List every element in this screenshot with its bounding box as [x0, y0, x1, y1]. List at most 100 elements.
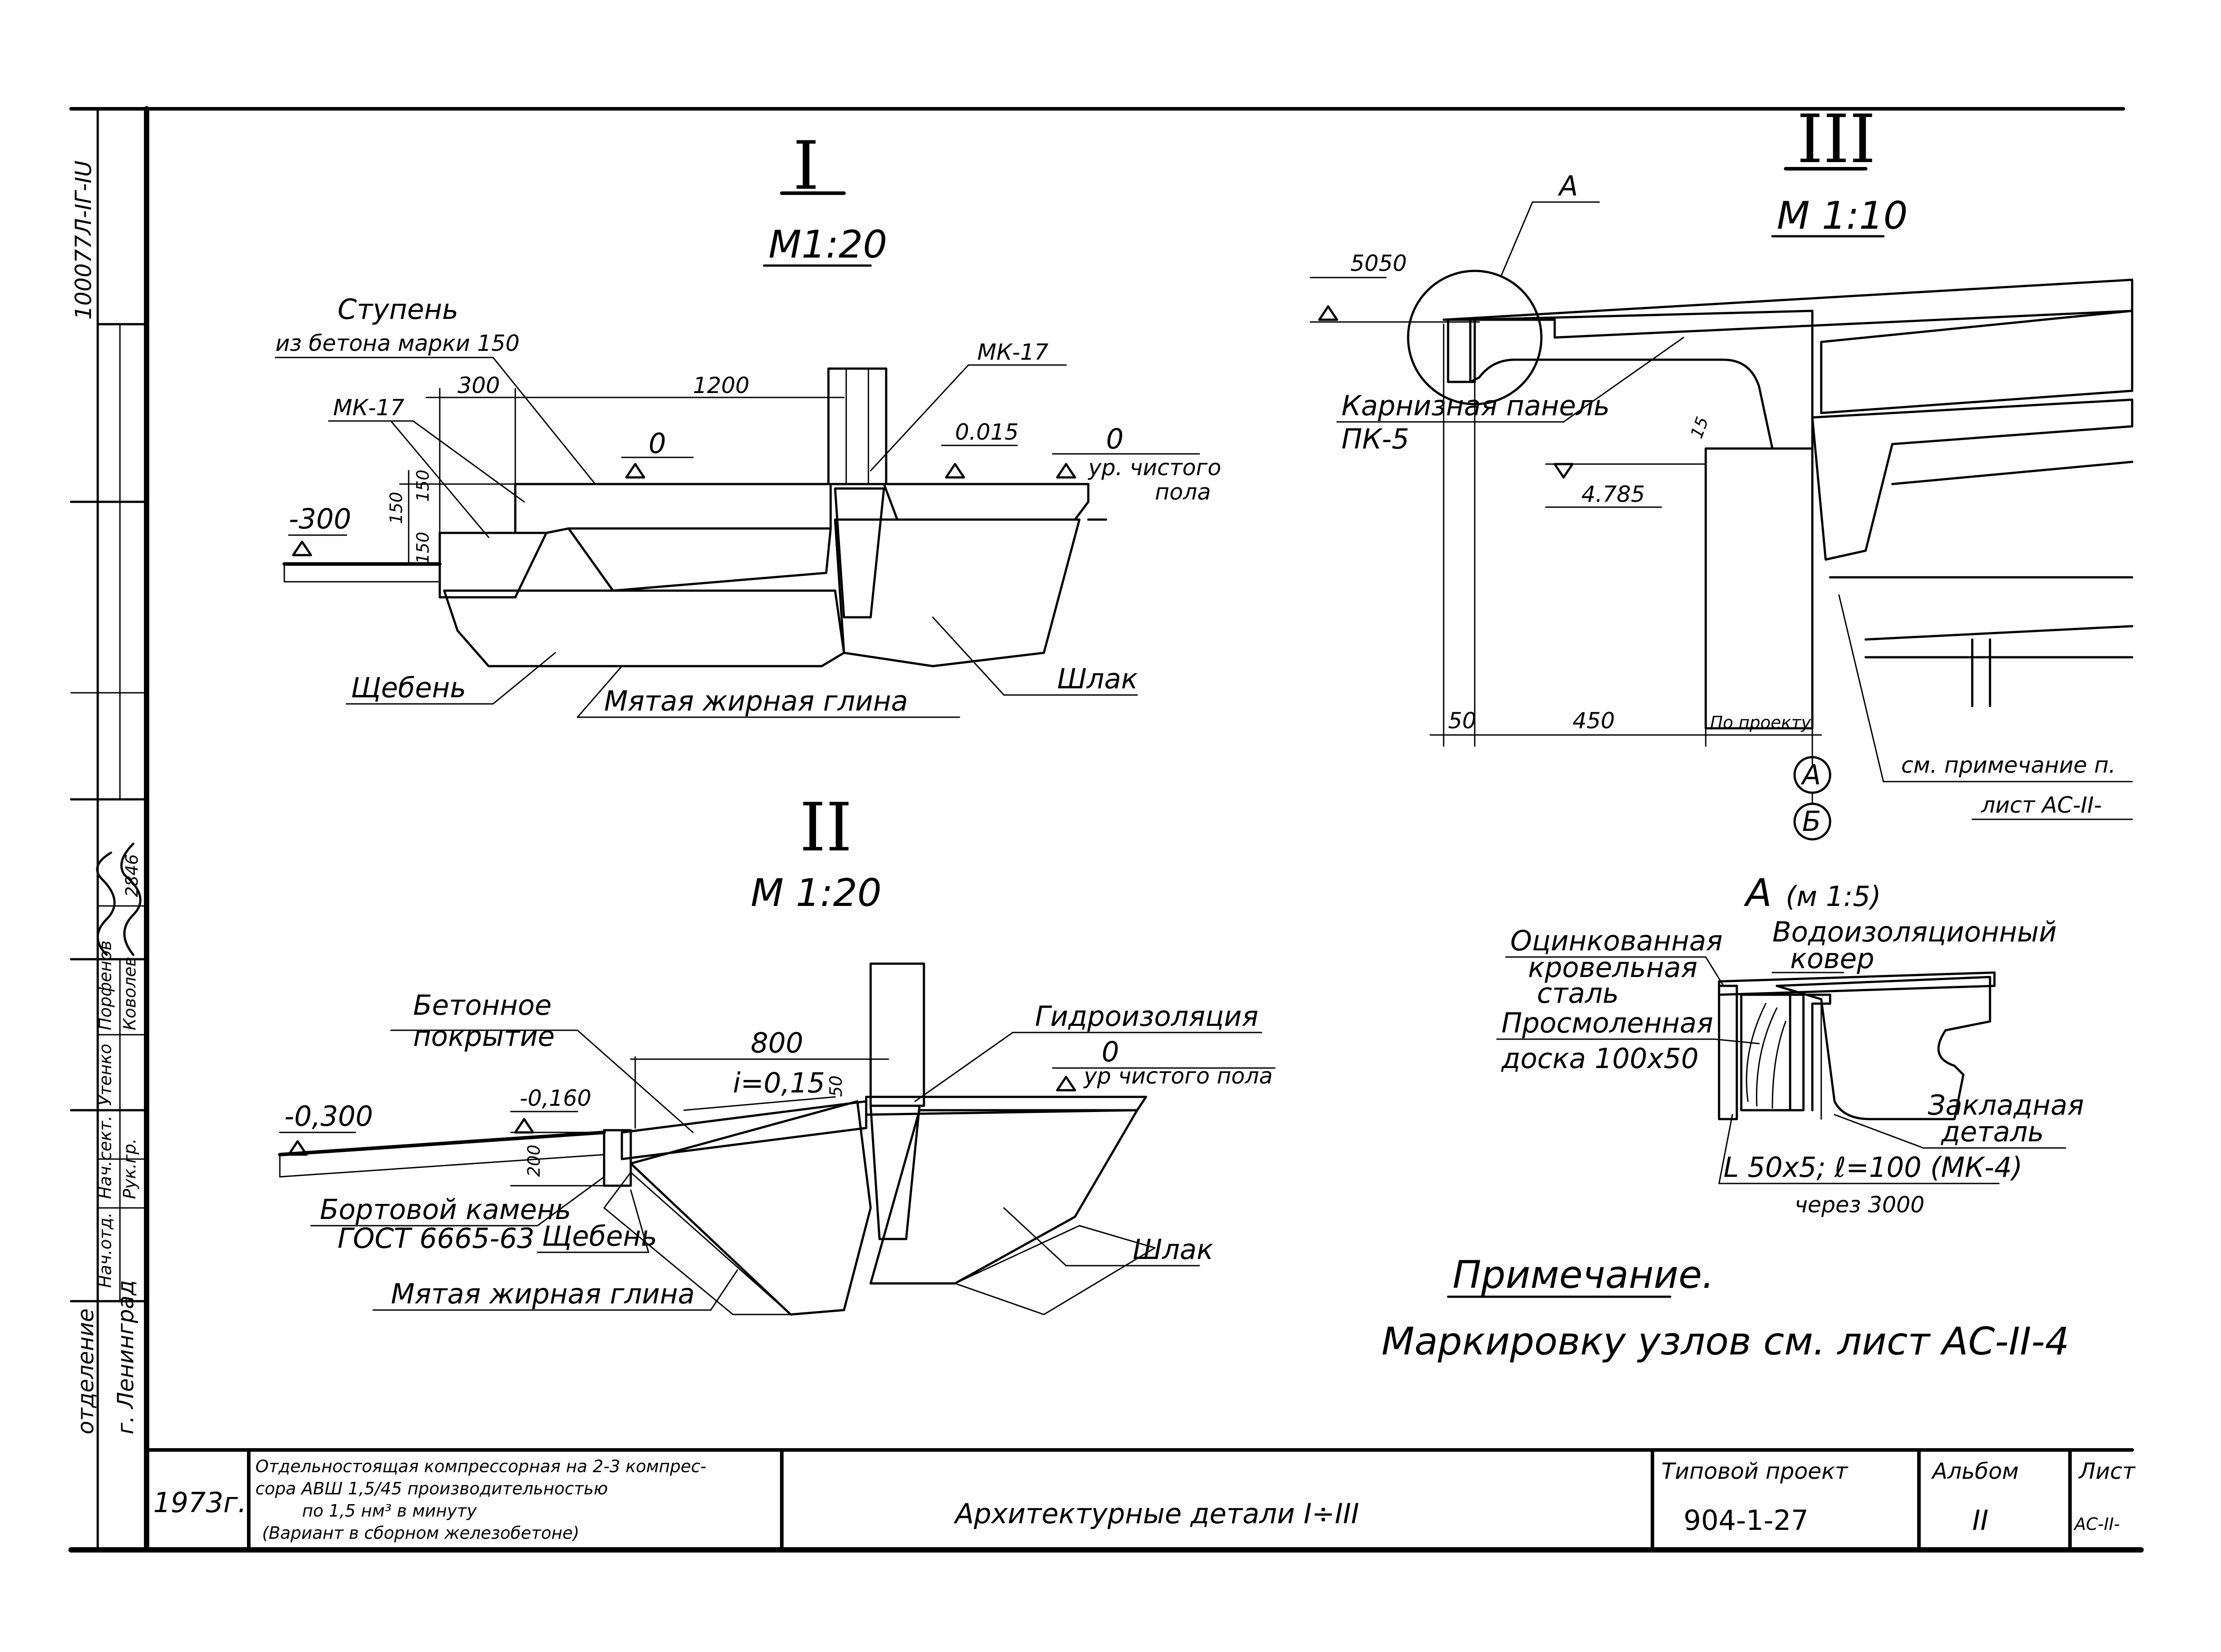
- detail-II-scale: М 1:20: [751, 871, 882, 915]
- note-heading: Примечание.: [1453, 1253, 1714, 1297]
- label-curb1: Бортовой камень: [320, 1193, 571, 1226]
- note-ref2: лист АС-II-: [1981, 792, 2102, 818]
- embed-line2: деталь: [1941, 1116, 2044, 1148]
- signature-1: [96, 851, 116, 956]
- label-slag-II: Шлак: [1133, 1233, 1214, 1266]
- note-block: Примечание. Маркировку узлов см. лист АС…: [1381, 1253, 2069, 1364]
- axis-B-marker: [1793, 802, 1831, 841]
- dept-line1: отделение: [73, 1308, 99, 1434]
- lvl-minus160: -0,160: [520, 1085, 591, 1111]
- detail-A-title: А: [1743, 871, 1772, 915]
- lvl-minus300: -300: [289, 503, 351, 535]
- tb-desc1: Отдельностоящая компрессорная на 2-3 ком…: [255, 1457, 706, 1476]
- dim-150a: 150: [386, 492, 406, 524]
- tb-year: 1973г.: [153, 1486, 247, 1519]
- detail-III-roman: III: [1797, 101, 1876, 178]
- dim-450: 450: [1572, 708, 1615, 734]
- dim-200: 200: [524, 1144, 544, 1177]
- note-ref1: см. примечание п.: [1901, 752, 2116, 778]
- label-step-sub: из бетона марки 150: [275, 330, 520, 356]
- left-signature-strip: 100077Л-IГ-IU отделение г. Ленинград Нач…: [70, 107, 148, 1551]
- tb-desc4: (Вариант в сборном железобетоне): [262, 1523, 579, 1543]
- dim-1200: 1200: [693, 373, 749, 398]
- label-concrete2: покрытие: [413, 1020, 555, 1052]
- tb-album-no: II: [1972, 1504, 1989, 1537]
- dim-15: 15: [1687, 414, 1712, 441]
- board-line2: доска 100х50: [1501, 1042, 1699, 1075]
- lvl-0: 0: [649, 427, 666, 460]
- role-1: Нач.отд.: [96, 1212, 115, 1288]
- label-mk17-left: МК-17: [333, 395, 404, 421]
- title-block: 1973г. Отдельностоящая компрессорная на …: [153, 1448, 2136, 1552]
- inventory-number: 100077Л-IГ-IU: [71, 161, 96, 320]
- detail-A: А (м 1:5) Оцинкованная кровельная сталь …: [1496, 871, 2084, 1218]
- dim-150c: 150: [413, 469, 433, 502]
- label-clay-II: Мятая жирная глина: [391, 1278, 695, 1310]
- callout-A: А: [1557, 170, 1578, 202]
- axis-B: Б: [1802, 805, 1821, 838]
- embed-line1: Закладная: [1928, 1089, 2084, 1121]
- tb-sheet-no: АС-II-: [2073, 1514, 2120, 1534]
- tb-desc3: по 1,5 нм³ в минуту: [302, 1501, 477, 1521]
- lvl-minus0300: -0,300: [284, 1100, 373, 1132]
- angle-spec: L 50х5; ℓ=100 (МК-4): [1723, 1151, 2022, 1183]
- role-2: Нач.сект.: [96, 1116, 115, 1199]
- dim-300: 300: [458, 373, 500, 398]
- steel-line1: Оцинкованная: [1510, 925, 1723, 957]
- label-mk17-right: МК-17: [977, 339, 1048, 365]
- note-text: Маркировку узлов см. лист АС-II-4: [1381, 1319, 2069, 1364]
- detail-II-roman: II: [800, 789, 852, 866]
- floor-line2: пола: [1155, 479, 1211, 505]
- dim-150b: 150: [413, 532, 433, 564]
- floor-II: ур чистого пола: [1083, 1063, 1273, 1089]
- detail-III-scale: М 1:10: [1777, 194, 1908, 238]
- name-3: Коволев: [120, 957, 139, 1030]
- name-2: Порфенов: [96, 941, 115, 1030]
- carpet-line2: ковер: [1790, 942, 1874, 975]
- label-curb2: ГОСТ 6665-63: [338, 1222, 534, 1255]
- lvl-0-II: 0: [1102, 1036, 1119, 1068]
- role-3: Рук.гр.: [120, 1138, 139, 1199]
- name-1: Утенко: [96, 1044, 115, 1106]
- carpet-line1: Водоизоляционный: [1772, 916, 2057, 948]
- steel-line3: сталь: [1537, 977, 1619, 1009]
- signature-2: [120, 842, 142, 956]
- axis-A: А: [1800, 758, 1821, 791]
- slope: i=0,15: [733, 1067, 825, 1099]
- tb-desc2: сора АВШ 1,5/45 производительностью: [255, 1479, 608, 1498]
- lvl-0015: 0.015: [955, 419, 1019, 445]
- label-slag-I: Шлак: [1057, 663, 1138, 695]
- lvl-5050: 5050: [1350, 250, 1407, 276]
- label-concrete1: Бетонное: [413, 989, 552, 1021]
- label-step: Ступень: [338, 293, 458, 326]
- detail-II: II М 1:20 Бетонное покрытие Гидроизоляци…: [278, 789, 1276, 1316]
- tb-project-label: Типовой проект: [1661, 1458, 1849, 1484]
- tb-sheet-label: Лист: [2078, 1458, 2136, 1484]
- dim-50-III: 50: [1448, 708, 1477, 734]
- sheet-frame: [68, 106, 2144, 1553]
- panel-line2: ПК-5: [1341, 423, 1409, 455]
- floor-line1: ур. чистого: [1087, 455, 1221, 481]
- detail-A-scale: (м 1:5): [1786, 880, 1881, 913]
- dim-800: 800: [751, 1027, 803, 1059]
- lvl-0-right: 0: [1106, 423, 1123, 455]
- detail-III: III М 1:10 А 5050 Карнизная панель ПК-5 …: [1310, 101, 2133, 841]
- dim-50-II: 50: [826, 1076, 846, 1097]
- detail-I-scale: М1:20: [768, 222, 887, 267]
- steel-line2: кровельная: [1528, 951, 1697, 984]
- board-line1: Просмоленная: [1501, 1007, 1713, 1039]
- label-waterproof: Гидроизоляция: [1035, 1000, 1258, 1032]
- tb-sheet-title: Архитектурные детали I÷III: [953, 1497, 1359, 1530]
- detail-I: I М1:20 Ступень из бетона марки 150 МК-1…: [275, 127, 1221, 718]
- lvl-4785: 4.785: [1581, 481, 1645, 507]
- label-gravel-II: Щебень: [542, 1220, 657, 1252]
- tb-album-label: Альбом: [1931, 1458, 2019, 1484]
- dim-project: По проекту: [1710, 713, 1811, 732]
- panel-line1: Карнизная панель: [1341, 389, 1610, 422]
- tb-project-no: 904-1-27: [1684, 1504, 1808, 1537]
- angle-step: через 3000: [1795, 1192, 1925, 1218]
- label-clay-I: Мятая жирная глина: [604, 685, 908, 717]
- dept-line2: г. Ленинград: [113, 1280, 139, 1434]
- label-gravel-I: Щебень: [351, 671, 466, 704]
